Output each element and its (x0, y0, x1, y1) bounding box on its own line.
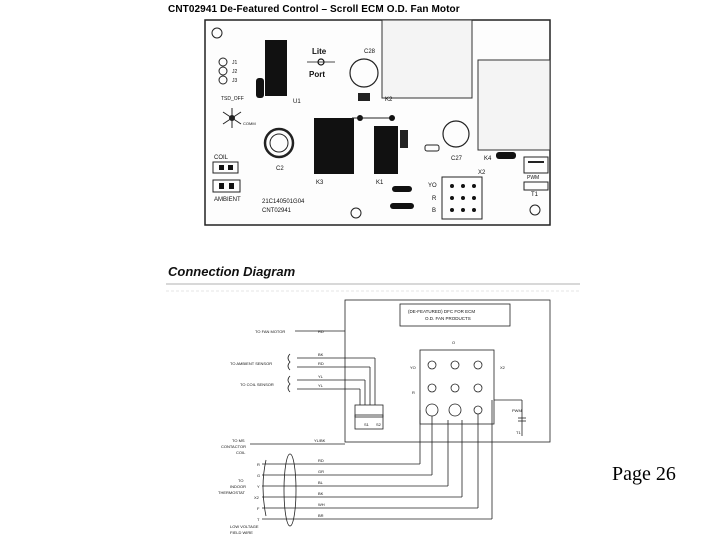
wire-label: RD (318, 329, 324, 334)
jumper-j2 (218, 66, 228, 76)
tsd-off-label: TSD_OFF (221, 96, 244, 102)
t1-terminal-label: T1 (516, 430, 521, 435)
coil-connector (212, 161, 239, 174)
diagram-labels: (DE-FEATURED) DFC FOR ECM O.D. FAN PRODU… (218, 309, 522, 535)
capacitor-c2 (263, 127, 295, 159)
dip-selector (222, 108, 242, 128)
c28-label: C28 (364, 49, 376, 55)
x2-label: X2 (478, 170, 486, 176)
capacitor-c27 (442, 120, 470, 148)
r-terminal-label: R (412, 390, 415, 395)
connection-diagram (250, 299, 551, 527)
j2-label: J2 (232, 69, 238, 75)
r-label: R (432, 196, 437, 202)
k3-label: K3 (316, 180, 324, 186)
wire-label: RD (318, 361, 324, 366)
c2-label: C2 (276, 166, 284, 172)
box-title-line2: O.D. FAN PRODUCTS (425, 316, 471, 321)
part-number-line1: 21C140501G04 (262, 199, 305, 205)
o-label: O (452, 340, 455, 345)
wire-label: BR (318, 513, 324, 518)
connection-diagram-title: Connection Diagram (168, 264, 296, 279)
pwm-connector (523, 156, 549, 174)
to-indoor-line2: INDOOR (230, 484, 246, 489)
jumper-j3 (218, 75, 228, 85)
pwm-terminal-label: PWM (512, 408, 522, 413)
x2-terminal-label: X2 (500, 365, 506, 370)
b-label: B (432, 208, 436, 214)
terminal-block (441, 176, 483, 220)
term-label: T (257, 517, 260, 522)
to-indoor-line3: THERMOSTAT (218, 490, 246, 495)
j1-label: J1 (232, 60, 238, 66)
u1-cap (256, 78, 264, 98)
t1-label: T1 (531, 192, 539, 198)
k1-label: K1 (376, 180, 384, 186)
part-number-line2: CNT02941 (262, 208, 292, 214)
wire-label: YL/BK (314, 438, 326, 443)
low-voltage-line1: LOW VOLTAGE (230, 524, 259, 529)
k4-label: K4 (484, 156, 492, 162)
yo-terminal-label: YO (410, 365, 416, 370)
term-label: F (257, 506, 260, 511)
to-fan-motor: TO FAN MOTOR (255, 329, 285, 334)
s1-label: S1 (364, 422, 370, 427)
to-indoor-line1: TO (238, 478, 243, 483)
page-title: CNT02941 De-Featured Control – Scroll EC… (168, 4, 460, 15)
term-label: R (257, 462, 260, 467)
relay-k1 (374, 126, 398, 174)
mount-hole (350, 207, 362, 219)
plug-housing (419, 349, 495, 425)
ambient-connector (212, 179, 241, 193)
mount-hole (529, 204, 541, 216)
to-ambient-sensor: TO AMBIENT SENSOR (230, 361, 272, 366)
ambient-label: AMBIENT (214, 197, 241, 203)
u1-chip (265, 40, 287, 96)
to-ms-line3: COIL (236, 450, 246, 455)
sensor-connector-2 (354, 414, 384, 430)
wire-label: RD (318, 458, 324, 463)
yo-label: YO (428, 183, 437, 189)
sensor-connector (354, 404, 384, 418)
c27-label: C27 (451, 156, 463, 162)
field-wire-bundle (283, 453, 297, 527)
term-label: Y (257, 484, 260, 489)
capacitor-c28 (349, 58, 379, 88)
u1-label: U1 (293, 99, 301, 105)
term-label: X2 (254, 495, 260, 500)
wire-label: BK (318, 491, 324, 496)
control-box (344, 299, 551, 443)
wire-label: WH (318, 502, 325, 507)
jumper-j1 (218, 57, 228, 67)
to-coil-sensor: TO COIL SENSOR (240, 382, 274, 387)
wire-label: BK (318, 352, 324, 357)
relay-k3 (314, 118, 354, 174)
s2-label: S2 (376, 422, 382, 427)
wire-label: GR (318, 469, 324, 474)
mount-hole (211, 27, 223, 39)
pwm-label: PWM (527, 175, 539, 181)
wire-label: BL (318, 480, 324, 485)
j3-label: J3 (232, 78, 238, 84)
comm-label: COMM (243, 121, 256, 126)
k2-label: K2 (385, 97, 393, 103)
wire-label-yl: YL (318, 383, 324, 388)
page-number: Page 26 (612, 463, 676, 485)
coil-label: COIL (214, 155, 229, 161)
relay-box-top (381, 19, 473, 99)
box-title-line1: (DE-FEATURED) DFC FOR ECM (408, 309, 475, 314)
lite-port-line1: Lite (312, 47, 327, 56)
box-title-frame (399, 303, 511, 327)
control-board: J1 J2 J3 U1 Lite Port C28 K2 TSD_OFF COM… (204, 19, 551, 226)
to-ms-line1: TO MS (232, 438, 245, 443)
low-voltage-line2: FIELD WIRE (230, 530, 253, 535)
lite-port-line2: Port (309, 70, 325, 79)
term-label: G (257, 473, 260, 478)
to-ms-line2: CONTACTOR (221, 444, 246, 449)
wire-label: YL (318, 374, 324, 379)
relay-box-right (477, 59, 551, 151)
